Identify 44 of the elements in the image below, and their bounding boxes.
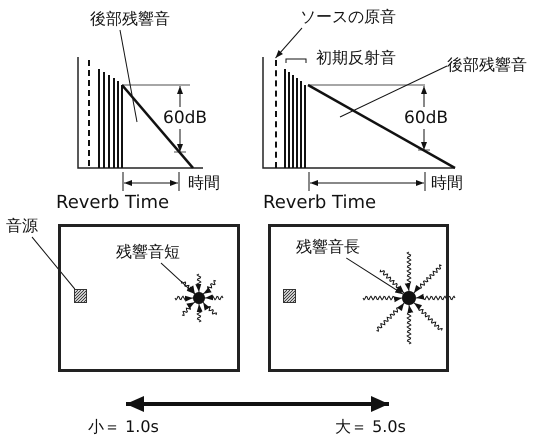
time-axis-label: 時間 <box>188 172 220 194</box>
room-box <box>268 224 449 372</box>
leader-label: 後部残響音 <box>90 8 172 30</box>
reverb-time-caption: Reverb Time <box>263 192 376 214</box>
callout-label: 残響音短 <box>116 241 182 263</box>
leader-line <box>340 66 448 118</box>
leader-arrow <box>346 258 404 295</box>
decibel-label: 60dB <box>404 107 448 129</box>
listener-dot <box>193 292 205 304</box>
leader-arrow <box>275 28 302 58</box>
leader-label: 後部残響音 <box>447 54 529 76</box>
reflection-arrow <box>174 295 194 302</box>
scale-label: 小＝ 1.0s <box>88 416 159 436</box>
leader-line <box>120 30 138 122</box>
callout-label: 残響音長 <box>296 236 362 258</box>
reflection-arrow <box>406 304 414 344</box>
room-box <box>58 224 240 372</box>
decibel-label: 60dB <box>163 107 208 129</box>
leader-arrow <box>160 262 196 294</box>
reverb-time-caption: Reverb Time <box>56 192 170 214</box>
leader-line <box>32 236 76 290</box>
reflection-arrow <box>404 252 412 292</box>
reflection-arrow <box>195 274 202 292</box>
reflection-arrow <box>204 294 224 301</box>
sound-source-square <box>74 289 87 303</box>
reflection-arrow <box>416 294 456 301</box>
reflection-arrow <box>202 302 218 316</box>
reflection-arrow <box>196 304 203 322</box>
reflection-arrow <box>376 302 405 332</box>
leader-label: ソースの原音 <box>300 6 398 28</box>
bracket-label: 初期反射音 <box>316 47 396 69</box>
sound-source-square <box>283 289 296 303</box>
reflection-arrow <box>380 269 405 294</box>
reflection-arrow <box>180 280 196 294</box>
reflection-arrow <box>413 264 442 294</box>
reflection-arrow <box>362 295 402 302</box>
time-axis-label: 時間 <box>431 172 463 194</box>
reflection-arrow <box>202 280 216 294</box>
listener-dot <box>402 291 416 305</box>
reflection-arrow <box>413 302 443 331</box>
scale-label: 大＝ 5.0s <box>335 416 406 436</box>
leader-label: 音源 <box>6 215 40 237</box>
reflection-arrow <box>182 302 196 316</box>
dashed-impulse-line <box>274 60 278 168</box>
